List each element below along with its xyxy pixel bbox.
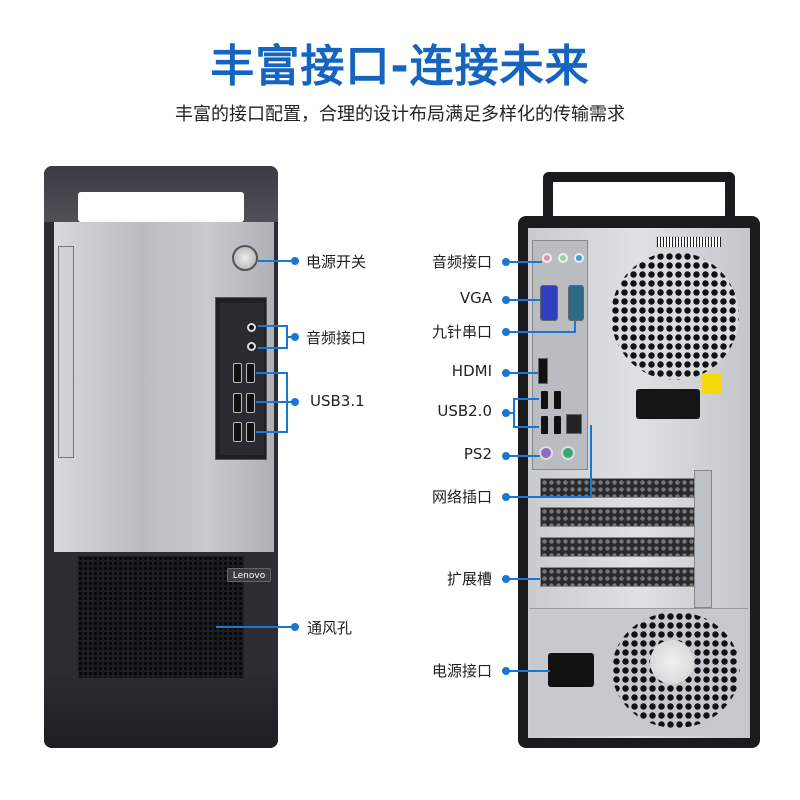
callout-bracket — [256, 372, 288, 374]
mic-jack — [247, 323, 256, 332]
label-serial: 九针串口 — [431, 323, 492, 341]
ps2-mouse-port — [539, 446, 553, 460]
rear-handle — [543, 172, 735, 222]
callout-bracket — [258, 347, 288, 349]
callout-line — [506, 372, 538, 374]
callout-dot — [291, 257, 299, 265]
pcie-bracket — [694, 470, 712, 608]
usb-port — [246, 393, 255, 413]
page-title: 丰富接口-连接未来 — [210, 41, 590, 92]
callout-dot — [291, 333, 299, 341]
label-usb31: USB3.1 — [310, 392, 365, 410]
callout-line — [506, 412, 514, 414]
label-usb20: USB2.0 — [437, 402, 492, 420]
ps2-keyboard-port — [561, 446, 575, 460]
callout-line — [506, 299, 540, 301]
callout-line — [506, 331, 576, 333]
ethernet-port — [566, 414, 582, 434]
label-expansion: 扩展槽 — [446, 570, 492, 588]
usb-port — [233, 363, 242, 383]
warning-icon — [702, 374, 722, 394]
psu-fan-grille — [612, 612, 740, 728]
label-front-audio: 音频接口 — [306, 329, 367, 347]
callout-line — [506, 496, 592, 498]
front-handle — [78, 192, 244, 222]
hdmi-port — [538, 358, 548, 384]
vga-port — [540, 285, 558, 321]
barcode-label — [656, 236, 722, 248]
callout-bracket — [256, 401, 288, 403]
usb-port — [233, 422, 242, 442]
expansion-slot — [540, 507, 704, 527]
label-vga: VGA — [459, 289, 492, 307]
power-button — [232, 245, 258, 271]
callout-dot — [291, 623, 299, 631]
callout-line — [506, 455, 540, 457]
front-io-inner — [220, 303, 264, 455]
callout-bracket — [513, 426, 539, 428]
front-vent-grille — [78, 556, 244, 678]
rear-fan-grille — [611, 252, 739, 380]
usb-port — [246, 422, 255, 442]
callout-bracket — [513, 398, 539, 400]
usb2-port — [553, 415, 562, 435]
usb-port — [233, 393, 242, 413]
power-inlet — [548, 653, 594, 687]
lenovo-logo: Lenovo — [227, 568, 271, 582]
label-vents: 通风孔 — [307, 619, 353, 637]
front-base — [44, 678, 278, 748]
callout-line — [216, 626, 294, 628]
audio-jack-pink — [542, 253, 552, 263]
serial-port — [568, 285, 584, 321]
page-subtitle: 丰富的接口配置，合理的设计布局满足多样化的传输需求 — [175, 104, 625, 125]
expansion-slot — [540, 567, 704, 587]
usb-port — [246, 363, 255, 383]
audio-jack-blue — [574, 253, 584, 263]
expansion-slot — [540, 478, 704, 498]
io-shield — [532, 240, 588, 470]
callout-bracket — [258, 325, 288, 327]
audio-jack-green — [558, 253, 568, 263]
callout-line — [286, 336, 294, 338]
callout-line — [286, 401, 294, 403]
optical-drive-bay — [58, 246, 74, 458]
callout-line — [574, 321, 576, 333]
callout-line — [506, 261, 542, 263]
label-ps2: PS2 — [463, 445, 492, 463]
callout-line — [258, 260, 294, 262]
usb2-port — [540, 415, 549, 435]
callout-line — [506, 670, 550, 672]
callout-line — [590, 425, 592, 498]
expansion-slot — [540, 537, 704, 557]
callout-dot — [291, 398, 299, 406]
label-power-input: 电源接口 — [431, 662, 492, 680]
label-hdmi: HDMI — [451, 362, 492, 380]
usb2-port — [553, 390, 562, 410]
callout-bracket — [256, 431, 288, 433]
headphone-jack — [247, 342, 256, 351]
callout-line — [506, 578, 540, 580]
rear-cover-plate — [636, 389, 700, 419]
label-rear-audio: 音频接口 — [431, 253, 492, 271]
callout-bracket — [513, 398, 515, 428]
psu-fan-hub — [650, 640, 694, 684]
label-power-switch: 电源开关 — [306, 253, 367, 271]
usb2-port — [540, 390, 549, 410]
label-network: 网络插口 — [431, 488, 492, 506]
